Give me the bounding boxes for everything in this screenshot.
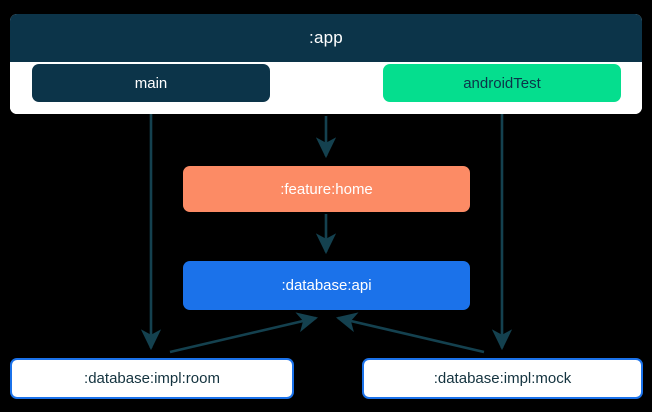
cluster-app-label: :app — [309, 28, 343, 47]
cluster-app[interactable]: :app main androidTest — [10, 14, 642, 114]
node-androidtest[interactable]: androidTest — [383, 64, 621, 102]
node-database-impl-mock[interactable]: :database:impl:mock — [362, 358, 643, 399]
node-feature-home[interactable]: :feature:home — [183, 166, 470, 212]
node-database-impl-room-label: :database:impl:room — [84, 370, 220, 387]
node-androidtest-label: androidTest — [463, 74, 541, 92]
cluster-app-title: :app — [10, 14, 642, 62]
node-database-impl-room[interactable]: :database:impl:room — [10, 358, 294, 399]
edge-room-to-database-api — [169, 312, 319, 354]
node-database-api-label: :database:api — [281, 277, 372, 294]
cluster-app-body: main androidTest — [10, 62, 642, 114]
node-main[interactable]: main — [32, 64, 270, 102]
node-main-label: main — [134, 74, 168, 92]
node-database-impl-mock-label: :database:impl:mock — [433, 370, 572, 387]
node-feature-home-label: :feature:home — [280, 180, 373, 198]
node-database-api[interactable]: :database:api — [183, 261, 470, 310]
edge-mock-to-database-api — [335, 312, 485, 354]
